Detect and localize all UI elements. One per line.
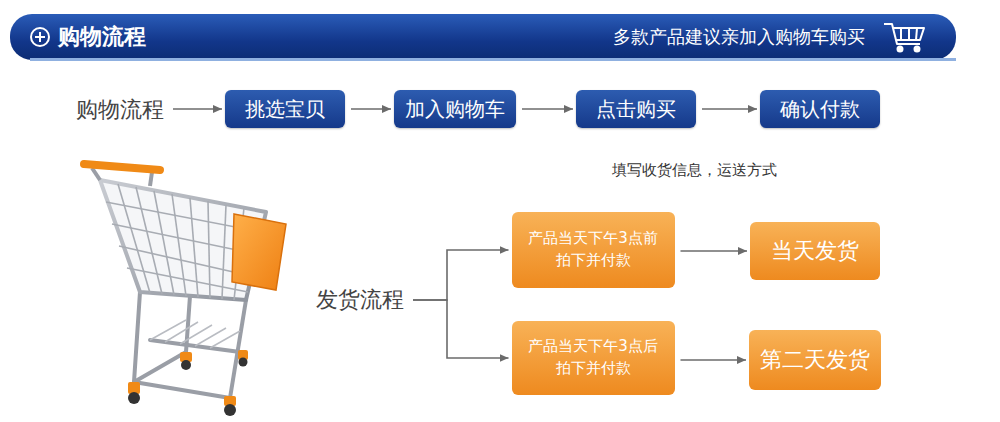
flow-arrow <box>702 108 757 110</box>
shopping-cart-illustration <box>84 164 286 416</box>
node-text: 加入购物车 <box>405 96 505 123</box>
header-underline <box>30 58 956 61</box>
result-box: 第二天发货 <box>749 330 881 390</box>
node-text: 产品当天下午3点后 拍下并付款 <box>512 336 675 380</box>
header-band <box>10 14 956 60</box>
step-note: 填写收货信息，运送方式 <box>612 160 777 180</box>
condition-box: 产品当天下午3点前 拍下并付款 <box>512 212 675 288</box>
process-box: 加入购物车 <box>394 90 516 128</box>
node-text: 当天发货 <box>771 236 859 266</box>
condition-box: 产品当天下午3点后 拍下并付款 <box>512 321 675 395</box>
flow-heading: 发货流程 <box>313 281 407 319</box>
result-box: 当天发货 <box>750 222 880 280</box>
banner-note: 多款产品建议亲加入购物车购买 <box>613 26 865 48</box>
node-text: 购物流程 <box>76 95 164 125</box>
flow-arrow <box>351 108 391 110</box>
flow-arrow <box>413 300 509 358</box>
flow-arrow <box>522 108 573 110</box>
flow-arrow <box>681 359 747 361</box>
flow-heading: 购物流程 <box>73 91 167 129</box>
process-box: 确认付款 <box>760 90 880 128</box>
process-box: 挑选宝贝 <box>225 90 345 128</box>
header-title: 购物流程 <box>58 24 146 50</box>
node-text: 发货流程 <box>316 285 404 315</box>
node-text: 确认付款 <box>780 96 860 123</box>
node-text: 点击购买 <box>596 96 676 123</box>
node-text: 第二天发货 <box>760 345 870 375</box>
process-box: 点击购买 <box>576 90 696 128</box>
flow-arrow <box>173 108 222 110</box>
flow-arrow <box>413 250 509 300</box>
node-text: 挑选宝贝 <box>245 96 325 123</box>
plus-circle-icon <box>31 28 49 46</box>
cart-icon <box>884 24 924 52</box>
flow-arrow <box>681 250 748 252</box>
node-text: 产品当天下午3点前 拍下并付款 <box>512 228 675 272</box>
